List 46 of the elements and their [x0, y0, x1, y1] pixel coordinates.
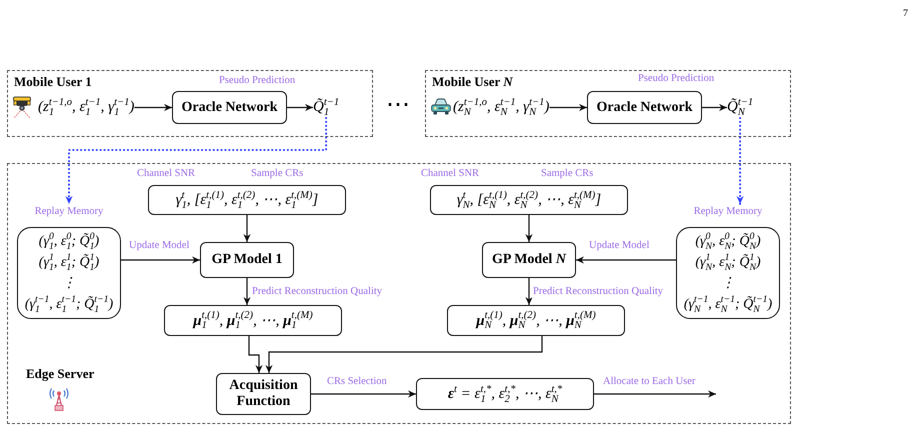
arrow	[121, 256, 200, 264]
formula-line: (γ$_{N}$$^{1}$, ε$_{N}$$^{1}$; Q̃$_{N}$$^{1}$)	[695, 252, 761, 273]
arrow	[525, 278, 533, 305]
formula-line: (γ$_{1}$$^{0}$, ε$_{1}$$^{0}$; Q̃$_{1}$$^{0}$)	[38, 231, 100, 252]
formula-line: (γ$_{N}$$^{0}$, ε$_{N}$$^{0}$; Q̃$_{N}$$^{0}$)	[695, 231, 761, 252]
arrow	[576, 256, 676, 264]
section-title: Mobile User N	[432, 74, 513, 89]
annotation-label: Sample CRs	[540, 168, 594, 180]
dotted-arrow	[65, 116, 328, 206]
ellipsis-mark: ⋮	[721, 275, 735, 293]
section-title: Edge Server	[26, 366, 94, 381]
formula: (z$_{N}$$^{t−1,o}$, ε$_{N}$$^{t−1}$, γ$_{N}$$^{t−1}$)	[453, 96, 550, 118]
edge-label: Update Model	[128, 240, 190, 252]
annotation-label: Sample CRs	[250, 168, 304, 180]
process-box: GP Model 1	[200, 242, 294, 278]
box-heading: Replay Memory	[34, 206, 104, 218]
process-box: Oracle Network	[172, 91, 287, 124]
arrow	[287, 104, 313, 112]
dotted-arrow	[736, 116, 744, 206]
edge-label: Predict Reconstruction Quality	[251, 286, 384, 298]
vector-box: γ$_{N}$$^{t}$, [ε$_{N}$$^{t,(1)}$, ε$_{N}$$^{t,(2)}$, ⋯, ε$_{N}$$^{t,(M)}$]	[430, 185, 628, 215]
vector-box: γ$_{1}$$^{t}$, [ε$_{1}$$^{t,(1)}$, ε$_{1}$$^{t,(2)}$, ⋯, ε$_{1}$$^{t,(M)}$]	[148, 185, 346, 215]
arrow	[248, 336, 263, 373]
arrow	[702, 104, 727, 112]
formula-line: (γ$_{N}$$^{t−1}$, ε$_{N}$$^{t−1}$; Q̃$_{N}$$^{t−1}$)	[684, 294, 772, 315]
formula: (z$_{1}$$^{t−1,o}$, ε$_{1}$$^{t−1}$, γ$_{1}$$^{t−1}$)	[38, 96, 134, 118]
box-heading: Replay Memory	[692, 206, 764, 218]
page-number: 7	[903, 8, 908, 19]
edge-label: Predict Reconstruction Quality	[532, 286, 664, 298]
process-box: GP Model N	[482, 242, 576, 278]
arrow	[594, 390, 716, 398]
formula-line: (γ$_{1}$$^{1}$, ε$_{1}$$^{1}$; Q̃$_{1}$$^{1}$)	[38, 252, 100, 273]
arrow	[265, 336, 543, 373]
arrow	[549, 104, 587, 112]
arrow	[134, 104, 172, 112]
ellipsis-mark: ⋯	[386, 92, 410, 118]
formula-line: (γ$_{1}$$^{t−1}$, ε$_{1}$$^{t−1}$; Q̃$_{1}$$^{t−1}$)	[24, 294, 114, 315]
arrow	[243, 215, 251, 242]
edge-label: Update Model	[588, 240, 650, 252]
arrow	[525, 215, 533, 242]
ellipsis-mark: ⋮	[62, 275, 76, 293]
section-title: Mobile User 1	[14, 74, 92, 89]
arrow	[311, 390, 416, 398]
arrow	[243, 278, 251, 305]
process-box: Acquisition Function	[216, 373, 311, 415]
process-box: Oracle Network	[587, 91, 702, 124]
